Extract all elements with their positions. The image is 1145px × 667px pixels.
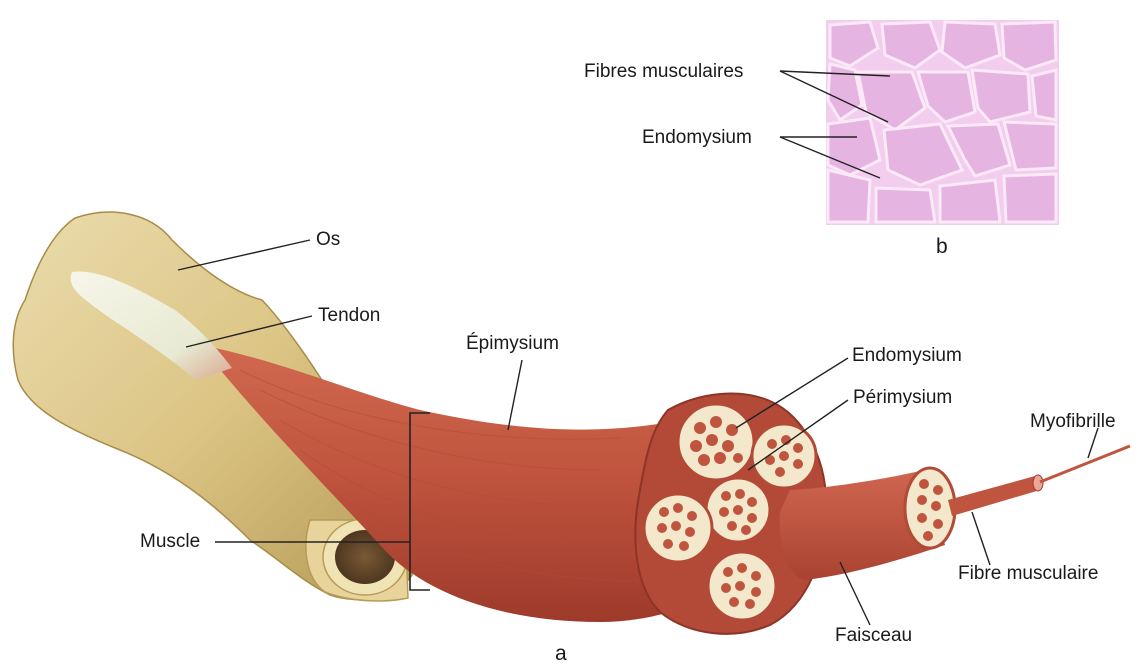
- label-epimysium: Épimysium: [466, 334, 559, 353]
- label-fibre-musculaire: Fibre musculaire: [958, 564, 1098, 583]
- label-perimysium: Périmysium: [853, 388, 952, 407]
- leader-faisceau: [840, 562, 870, 625]
- fascicle: [708, 552, 776, 620]
- fascicle: [644, 494, 712, 562]
- label-faisceau: Faisceau: [835, 626, 912, 645]
- label-myofibrille: Myofibrille: [1030, 412, 1116, 431]
- panel-label-a: a: [555, 643, 567, 664]
- label-endomysium: Endomysium: [852, 346, 962, 365]
- leader-fibre: [972, 512, 990, 565]
- fibre-body: [948, 476, 1040, 516]
- label-tendon: Tendon: [318, 306, 380, 325]
- cross-section-inset: [826, 20, 1059, 225]
- label-inset-endomysium: Endomysium: [642, 128, 752, 147]
- fascicle: [706, 478, 770, 542]
- label-inset-fibres: Fibres musculaires: [584, 62, 743, 81]
- leader-os: [178, 240, 310, 270]
- panel-label-b: b: [936, 236, 948, 257]
- fibre-shape: [948, 446, 1130, 516]
- fascicle: [752, 424, 816, 488]
- label-os: Os: [316, 230, 340, 249]
- leader-myofibrille: [1088, 428, 1098, 458]
- leader-epimysium: [508, 360, 522, 430]
- label-muscle: Muscle: [140, 532, 200, 551]
- myofibril-strand: [1040, 446, 1130, 482]
- fascicle: [678, 404, 754, 480]
